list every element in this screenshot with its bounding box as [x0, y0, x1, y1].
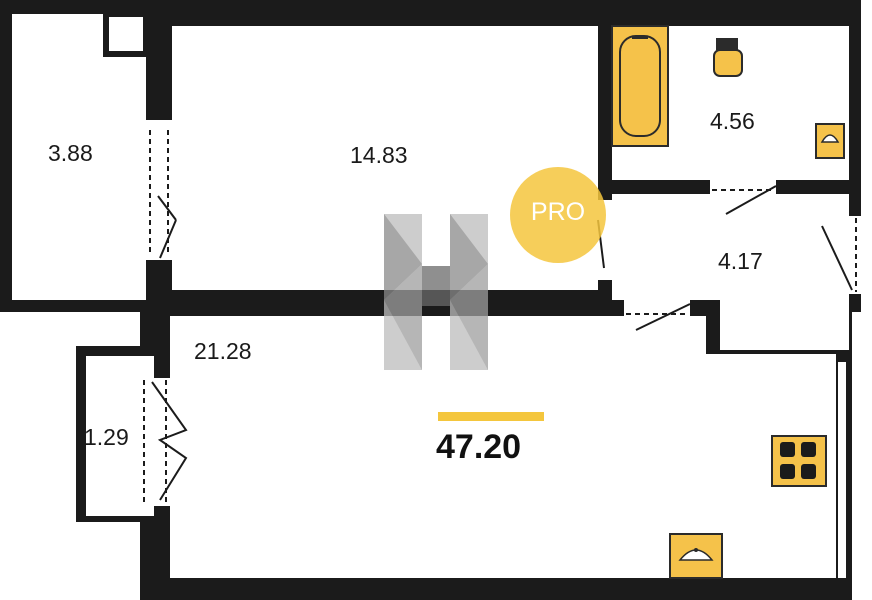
fixtures: [611, 25, 845, 579]
pro-badge: [510, 167, 606, 263]
door-entry-leaf: [821, 225, 853, 291]
bathtub-icon: [611, 25, 669, 147]
stove-icon: [771, 435, 827, 487]
room-area-hall: 4.17: [718, 248, 763, 274]
door-storage-leaf: [157, 195, 177, 221]
room-area-kitchen-living: 21.28: [194, 338, 252, 364]
watermark-logo-icon: [384, 214, 488, 370]
total-area-accent-bar: [438, 412, 544, 421]
wall-storage-inner: [12, 14, 146, 300]
room-area-bathroom: 4.56: [710, 108, 755, 134]
room-area-room: 14.83: [350, 142, 408, 168]
kitchen-sink-icon: [669, 533, 723, 579]
room-area-balcony: 1.29: [84, 424, 129, 450]
door-balcony-leaves: [151, 381, 188, 501]
wall-hall-inner: [612, 194, 849, 300]
doors: [140, 120, 861, 506]
door-balcony: [140, 378, 170, 506]
wall-hall-fill: [720, 294, 849, 350]
door-living-leaf: [635, 303, 691, 331]
wall-living-inner: [170, 316, 836, 578]
wall-living-right-gap: [838, 362, 846, 578]
pro-badge-text: PRO: [530, 198, 586, 226]
sink-icon: [815, 123, 845, 159]
toilet-icon: [713, 38, 743, 77]
total-area: 47.20: [436, 428, 522, 466]
room-area-storage: 3.88: [48, 140, 93, 166]
